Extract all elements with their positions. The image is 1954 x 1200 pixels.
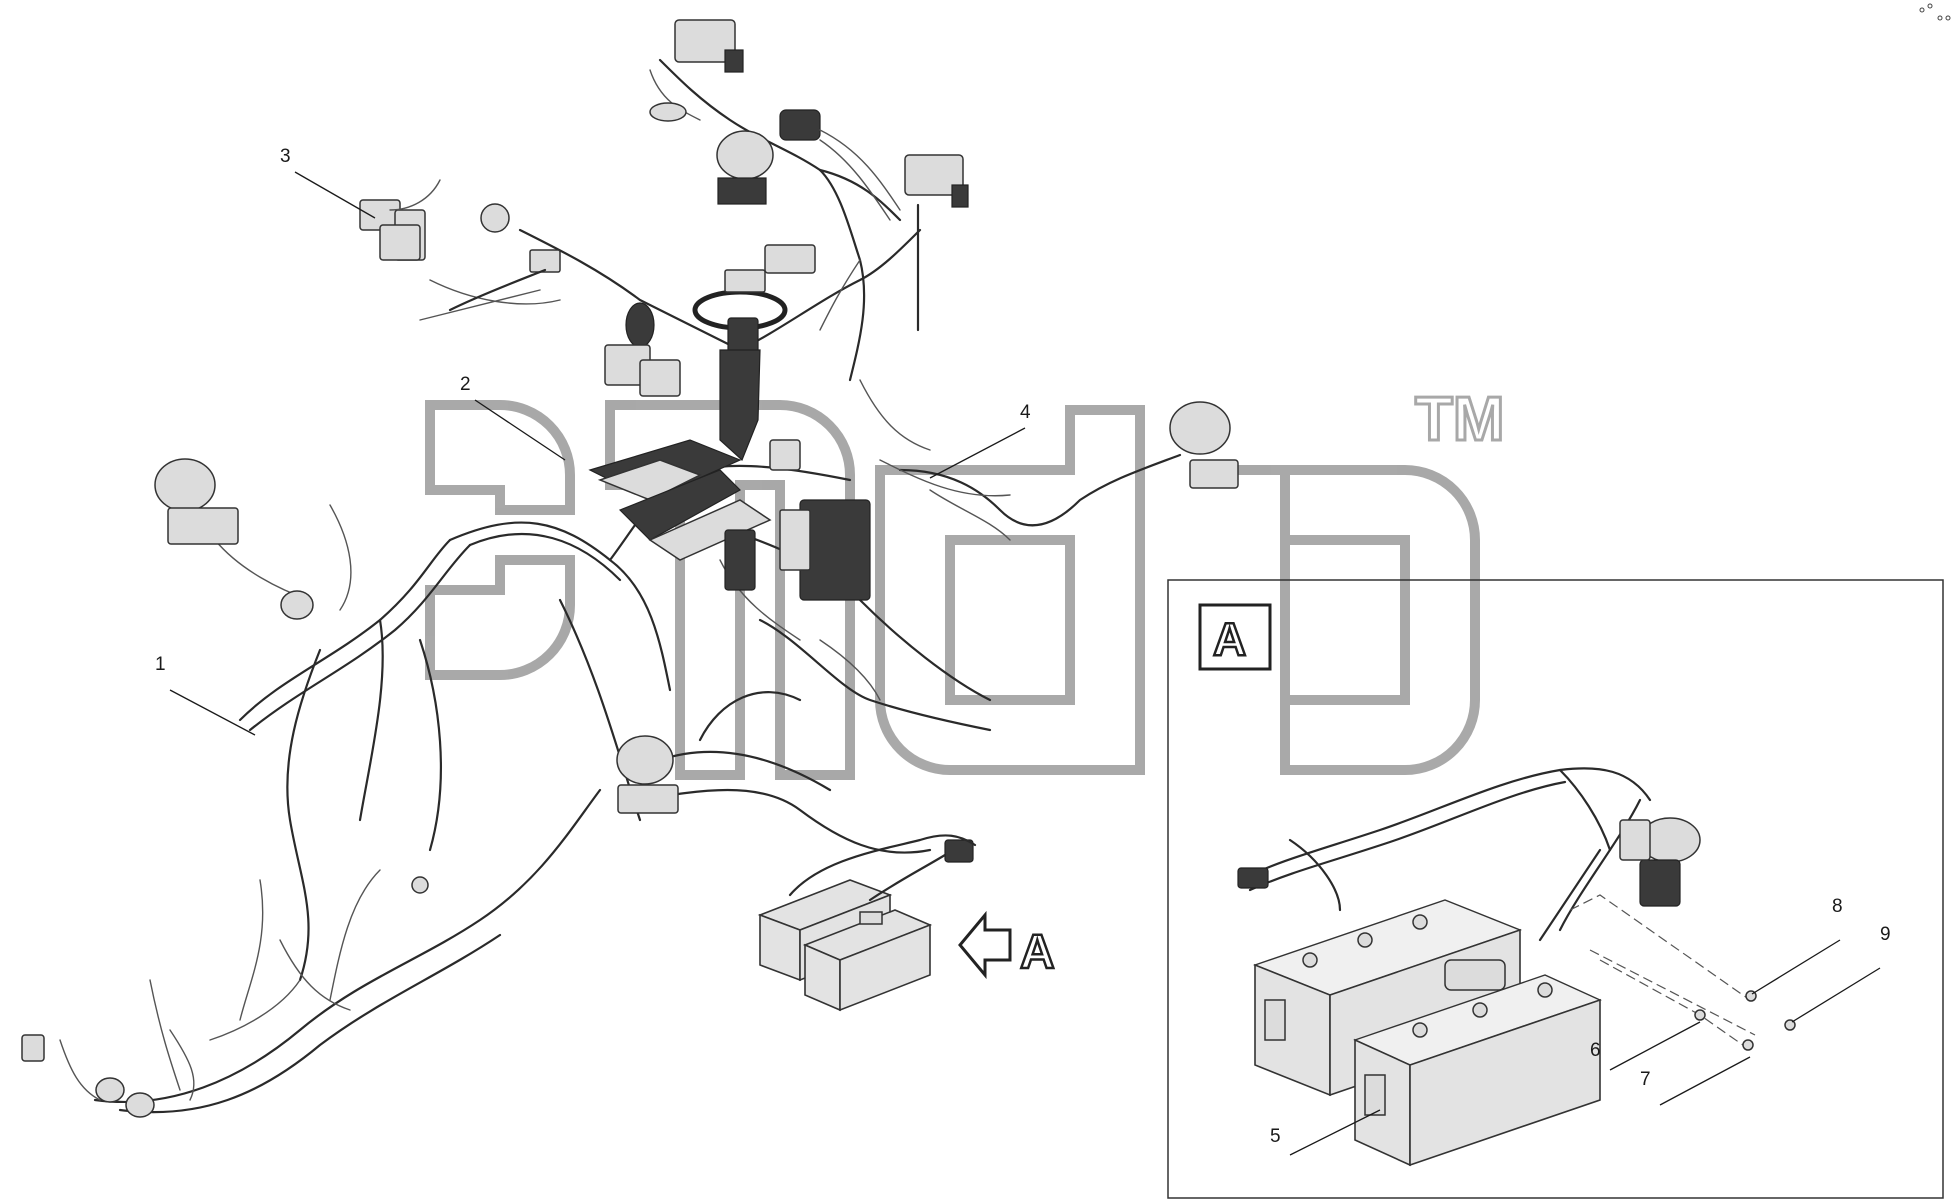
steering-wheel	[692, 289, 788, 355]
main-batteries	[757, 834, 977, 1012]
cab-floor-panel	[588, 439, 772, 561]
detail-washers-nuts	[1694, 990, 1796, 1051]
callout-leaders	[169, 171, 1881, 1156]
mirror-disk	[649, 102, 687, 122]
callout-4: 4	[1020, 402, 1031, 423]
leader-4	[929, 427, 1026, 479]
watermark-tm: TM	[1415, 385, 1505, 454]
top-lamp-right	[904, 154, 969, 208]
leader-3	[294, 171, 376, 219]
leader-7	[1659, 1056, 1751, 1106]
center-lamp	[616, 735, 679, 814]
beacon-lamp	[604, 302, 681, 397]
detail-frame	[1167, 579, 1944, 1199]
detail-cables	[1237, 767, 1652, 942]
callout-9: 9	[1880, 924, 1891, 945]
leader-9	[1791, 967, 1881, 1023]
view-arrow-label: A	[1020, 926, 1055, 979]
callout-2: 2	[460, 374, 471, 395]
callout-8: 8	[1832, 896, 1843, 917]
callout-5: 5	[1270, 1126, 1281, 1147]
leader-1	[169, 689, 256, 736]
callout-1: 1	[155, 654, 166, 675]
leader-6	[1609, 1021, 1701, 1071]
detail-label: A	[1213, 613, 1246, 665]
wiper-motor	[779, 109, 901, 221]
rear-left-lamp	[154, 458, 314, 620]
corner-marks	[1919, 3, 1951, 21]
leader-8	[1751, 939, 1841, 995]
watermark-logo: TM	[425, 384, 1506, 780]
leader-5	[1289, 1109, 1381, 1156]
detail-battery-switch	[1619, 817, 1701, 907]
detail-battery-2	[1353, 959, 1602, 1167]
main-harness	[59, 58, 1182, 1114]
rear-right-lamp	[1169, 401, 1239, 489]
front-lamp-assembly	[359, 179, 561, 312]
horn-left	[95, 1077, 125, 1103]
sensor-bottom-left	[21, 1034, 45, 1062]
leader-2	[474, 399, 566, 461]
fuse-block	[724, 269, 766, 293]
view-arrow-a: A	[958, 910, 1056, 980]
top-lamp-left	[674, 19, 744, 73]
callout-3: 3	[280, 146, 291, 167]
horn-right	[125, 1092, 155, 1118]
connector-bracket	[769, 439, 801, 471]
ground-point	[411, 876, 429, 894]
detail-label-box	[1198, 603, 1272, 671]
detail-view-a: A	[1167, 579, 1944, 1199]
work-lamp-top	[716, 130, 774, 205]
callout-numbers: 1 2 3 4 5 6 7 8 9	[155, 146, 1891, 1147]
control-module	[724, 499, 871, 601]
steering-column	[719, 349, 761, 462]
callout-6: 6	[1590, 1040, 1601, 1061]
callout-7: 7	[1640, 1069, 1651, 1090]
relay-box-top	[764, 244, 816, 274]
